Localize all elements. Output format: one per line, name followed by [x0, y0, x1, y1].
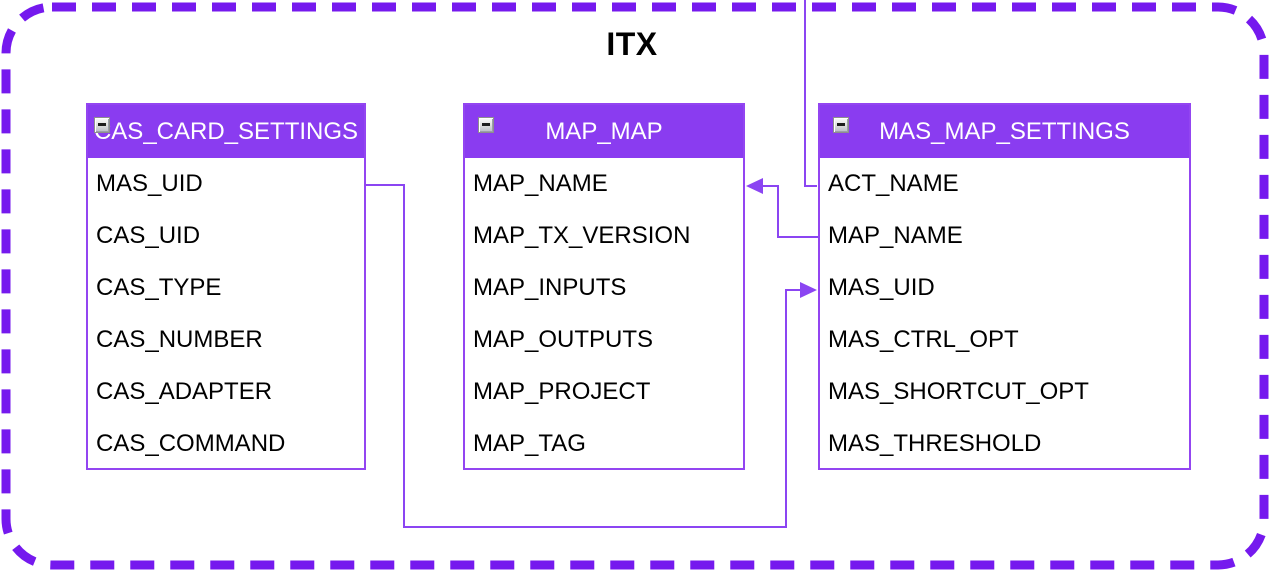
table-row-mas_threshold: MAS_THRESHOLD: [828, 430, 1042, 457]
table-row-mas_uid: MAS_UID: [828, 274, 935, 301]
entity-header-cas-card-settings[interactable]: CAS_CARD_SETTINGS: [88, 105, 364, 158]
table-row-map_name: MAP_NAME: [828, 222, 963, 249]
table-row-cas_type: CAS_TYPE: [96, 274, 222, 301]
itx-group-border[interactable]: [1, 2, 1269, 570]
table-row-act_name: ACT_NAME: [828, 170, 959, 197]
arrowhead-into-mas-uid: [800, 282, 817, 298]
table-row-map_tx_version: MAP_TX_VERSION: [473, 222, 691, 249]
minimize-icon[interactable]: [833, 117, 849, 133]
table-row-mas_ctrl_opt: MAS_CTRL_OPT: [828, 326, 1019, 353]
table-row-map_tag: MAP_TAG: [473, 430, 586, 457]
entity-title: MAS_MAP_SETTINGS: [879, 117, 1130, 145]
table-row-map_inputs: MAP_INPUTS: [473, 274, 627, 301]
table-row-map_outputs: MAP_OUTPUTS: [473, 326, 654, 353]
minimize-icon[interactable]: [94, 117, 110, 133]
arrowhead-into-map-name: [746, 178, 763, 194]
table-row-map_name: MAP_NAME: [473, 170, 608, 197]
group-title: ITX: [606, 26, 658, 62]
table-row-cas_uid: CAS_UID: [96, 222, 201, 249]
entity-cas-card-settings[interactable]: CAS_CARD_SETTINGS MAS_UID CAS_UID CAS_TYPE…: [86, 103, 366, 470]
entity-map-map[interactable]: MAP_MAP MAP_NAME MAP_TX_VERSION MAP_INPUTS…: [463, 103, 745, 470]
entity-mas-map-settings[interactable]: MAS_MAP_SETTINGS ACT_NAME MAP_NAME MAS_UID…: [818, 103, 1191, 470]
relationship-cas-masuid-to-mas-masuid[interactable]: [366, 184, 817, 528]
entity-header-mas-map-settings[interactable]: MAS_MAP_SETTINGS: [820, 105, 1189, 158]
entity-body-cas-card-settings: MAS_UID CAS_UID CAS_TYPE CAS_NUMBER CAS_ADAP…: [88, 158, 364, 470]
entity-body-mas-map-settings: ACT_NAME MAP_NAME MAS_UID MAS_CTRL_OPT MAS_S…: [820, 158, 1189, 470]
table-row-map_project: MAP_PROJECT: [473, 378, 651, 405]
minus-glyph-icon: [98, 123, 106, 126]
table-row-cas_number: CAS_NUMBER: [96, 326, 263, 353]
entity-title: MAP_MAP: [545, 117, 663, 145]
minus-glyph-icon: [837, 123, 845, 126]
table-row-mas_uid: MAS_UID: [96, 170, 203, 197]
minus-glyph-icon: [482, 123, 490, 126]
entity-header-map-map[interactable]: MAP_MAP: [465, 105, 743, 158]
entity-title: CAS_CARD_SETTINGS: [93, 117, 359, 145]
table-row-mas_shortcut_opt: MAS_SHORTCUT_OPT: [828, 378, 1089, 405]
table-row-cas_adapter: CAS_ADAPTER: [96, 378, 273, 405]
table-row-cas_command: CAS_COMMAND: [96, 430, 286, 457]
minimize-icon[interactable]: [478, 117, 494, 133]
entity-body-map-map: MAP_NAME MAP_TX_VERSION MAP_INPUTS MAP_OUTP…: [465, 158, 743, 470]
relationship-mas-mapname-to-map-mapname[interactable]: [746, 178, 818, 238]
connector-offcanvas-to-mas-actname[interactable]: [804, 0, 817, 187]
